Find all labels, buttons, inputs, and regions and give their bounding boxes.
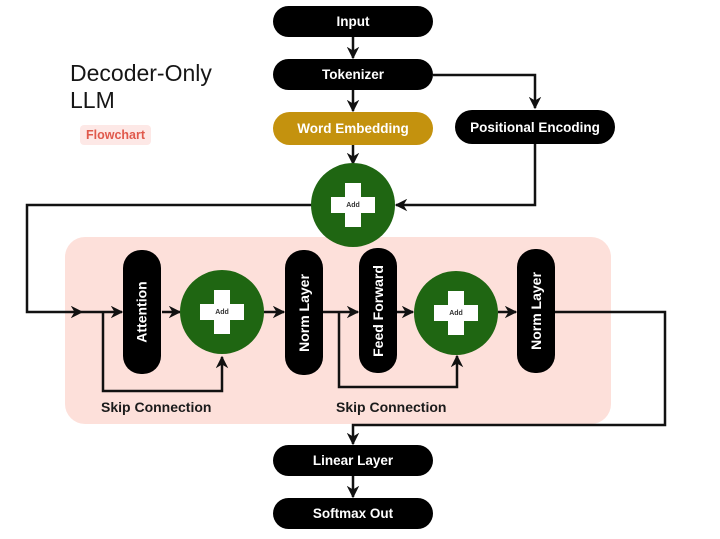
title-line-2: LLM xyxy=(70,87,115,113)
node-linear-layer-label: Linear Layer xyxy=(312,453,394,468)
node-norm-layer-1: Norm Layer xyxy=(285,250,323,375)
edge-skip-2 xyxy=(337,312,464,389)
edge-norm2-linear xyxy=(346,310,667,446)
edge-add-block-input xyxy=(25,203,312,319)
node-positional-encoding-label: Positional Encoding xyxy=(470,119,600,135)
plus-icon: Add xyxy=(331,183,375,227)
skip-connection-caption-1: Skip Connection xyxy=(101,399,212,415)
title-line-1: Decoder-Only xyxy=(70,60,212,86)
node-norm-layer-2: Norm Layer xyxy=(517,249,555,373)
skip-connection-caption-2: Skip Connection xyxy=(336,399,447,415)
node-attention: Attention xyxy=(123,250,161,374)
add-node-top-label: Add xyxy=(346,201,360,209)
node-positional-encoding: Positional Encoding xyxy=(455,110,615,144)
diagram-title: Decoder-Only LLM xyxy=(70,60,212,114)
add-node-top: Add xyxy=(311,163,395,247)
node-norm-layer-2-label: Norm Layer xyxy=(528,272,544,350)
add-node-1: Add xyxy=(180,270,264,354)
node-feed-forward: Feed Forward xyxy=(359,248,397,373)
plus-icon: Add xyxy=(434,291,478,335)
edge-positional-add xyxy=(394,144,537,212)
node-word-embedding: Word Embedding xyxy=(273,112,433,145)
add-node-1-label: Add xyxy=(215,308,229,316)
node-input-label: Input xyxy=(336,14,370,29)
add-node-2-label: Add xyxy=(449,309,463,317)
add-node-2: Add xyxy=(414,271,498,355)
node-feed-forward-label: Feed Forward xyxy=(370,264,387,357)
edge-tokenizer-positional xyxy=(433,73,542,110)
node-linear-layer: Linear Layer xyxy=(273,445,433,476)
node-attention-label: Attention xyxy=(134,281,150,343)
node-tokenizer: Tokenizer xyxy=(273,59,433,90)
node-tokenizer-label: Tokenizer xyxy=(321,67,384,82)
node-softmax-out: Softmax Out xyxy=(273,498,433,529)
node-input: Input xyxy=(273,6,433,37)
edge-skip-1 xyxy=(101,312,229,393)
node-norm-layer-1-label: Norm Layer xyxy=(296,273,312,352)
flowchart-badge: Flowchart xyxy=(80,125,152,145)
node-word-embedding-label: Word Embedding xyxy=(297,121,409,136)
node-softmax-out-label: Softmax Out xyxy=(312,506,394,521)
plus-icon: Add xyxy=(200,290,244,334)
